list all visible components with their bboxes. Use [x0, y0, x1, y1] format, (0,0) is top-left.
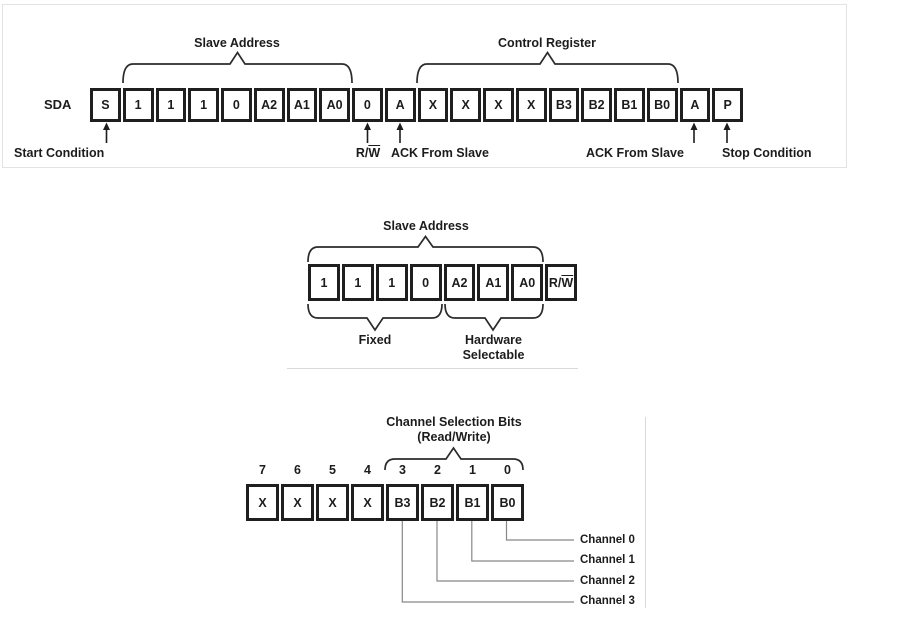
bit-cell: B1 — [456, 484, 489, 521]
bit-cell: A1 — [477, 264, 510, 301]
channel-3-connector-line — [401, 521, 574, 603]
hardware-label-line2: Selectable — [462, 348, 525, 362]
channel-2-label: Channel 2 — [580, 575, 635, 587]
control-register-bit-row: X X X X B3 B2 B1 B0 — [246, 484, 524, 521]
middle-slave-address-title: Slave Address — [383, 219, 469, 233]
bit-number: 2 — [434, 463, 441, 477]
middle-section-rule — [287, 368, 578, 369]
channel-selection-title-line2: (Read/Write) — [417, 430, 491, 444]
bit-cell: B3 — [386, 484, 419, 521]
hardware-selectable-label: Hardware Selectable — [433, 333, 554, 363]
bit-cell: X — [515, 88, 547, 122]
bit-cell: A2 — [443, 264, 476, 301]
bit-number: 1 — [469, 463, 476, 477]
top-control-register-title: Control Register — [498, 36, 596, 50]
start-condition-label: Start Condition — [14, 146, 105, 160]
sda-bus-label: SDA — [44, 97, 72, 112]
slave-address-bit-row: 1 1 1 0 A2 A1 A0 R/W — [308, 264, 577, 301]
bit-number: 0 — [504, 463, 511, 477]
bit-cell: 0 — [409, 264, 442, 301]
bit-cell: 1 — [375, 264, 408, 301]
bit-cell: B0 — [491, 484, 524, 521]
bit-cell-start: S — [90, 88, 121, 122]
bit-cell: 1 — [341, 264, 374, 301]
bit-cell: A1 — [286, 88, 318, 122]
rw-overline-text: W — [368, 146, 381, 160]
bit-cell: A0 — [319, 88, 350, 122]
channel-selection-title: Channel Selection Bits (Read/Write) — [354, 415, 554, 445]
bit-number: 7 — [259, 463, 266, 477]
bit-number: 3 — [399, 463, 406, 477]
fixed-brace-icon — [307, 303, 443, 332]
ack-from-slave-label-2: ACK From Slave — [586, 146, 684, 160]
hardware-selectable-brace-icon — [444, 303, 544, 332]
bit-cell: X — [246, 484, 279, 521]
bit-cell: X — [417, 88, 449, 122]
bit-cell: B2 — [581, 88, 612, 122]
bit-cell-stop: P — [712, 88, 743, 122]
bit-cell: X — [351, 484, 384, 521]
read-write-label: R/W — [338, 146, 398, 160]
channel-1-connector-line — [471, 521, 574, 562]
channel-2-connector-line — [436, 521, 574, 582]
bit-cell-rw: R/W — [545, 264, 577, 301]
stop-condition-label: Stop Condition — [722, 146, 812, 160]
bit-number: 4 — [364, 463, 371, 477]
bit-cell: B0 — [646, 88, 678, 122]
middle-slave-address-brace-icon — [307, 235, 544, 263]
bit-cell: X — [483, 88, 514, 122]
rw-overline-text: W — [561, 275, 574, 290]
bit-cell: X — [316, 484, 349, 521]
bit-number-row: 7 6 5 4 3 2 1 0 — [246, 463, 524, 477]
bit-cell: 0 — [221, 88, 252, 122]
channel-3-label: Channel 3 — [580, 595, 635, 607]
bit-cell: B3 — [548, 88, 580, 122]
bit-cell: 1 — [155, 88, 187, 122]
bit-cell: B2 — [421, 484, 454, 521]
fixed-label: Fixed — [358, 333, 392, 347]
channel-1-label: Channel 1 — [580, 554, 635, 566]
bit-cell: 1 — [188, 88, 219, 122]
hardware-label-line1: Hardware — [465, 333, 522, 347]
bit-number: 5 — [329, 463, 336, 477]
bit-number: 6 — [294, 463, 301, 477]
ack-from-slave-label-1: ACK From Slave — [391, 146, 489, 160]
bit-cell-ack: A — [384, 88, 416, 122]
bit-cell: X — [281, 484, 314, 521]
sda-bit-row: S 1 1 1 0 A2 A1 A0 0 A X X X X B3 B2 B1 … — [90, 88, 743, 122]
top-slave-address-title: Slave Address — [194, 36, 280, 50]
bit-cell: 1 — [308, 264, 340, 301]
channel-0-label: Channel 0 — [580, 534, 635, 546]
bit-cell: A0 — [511, 264, 544, 301]
bit-cell: B1 — [614, 88, 645, 122]
rw-pre-text: R/ — [355, 146, 369, 160]
bottom-section-rule — [645, 417, 646, 608]
channel-0-connector-line — [505, 521, 574, 541]
channel-selection-title-line1: Channel Selection Bits — [386, 415, 522, 429]
bit-cell: X — [450, 88, 481, 122]
rw-pre-text: R/ — [548, 275, 562, 290]
top-section-border — [2, 4, 847, 168]
bit-cell-ack: A — [679, 88, 711, 122]
bit-cell-rw: 0 — [352, 88, 383, 122]
bit-cell: 1 — [122, 88, 154, 122]
bit-cell: A2 — [253, 88, 285, 122]
